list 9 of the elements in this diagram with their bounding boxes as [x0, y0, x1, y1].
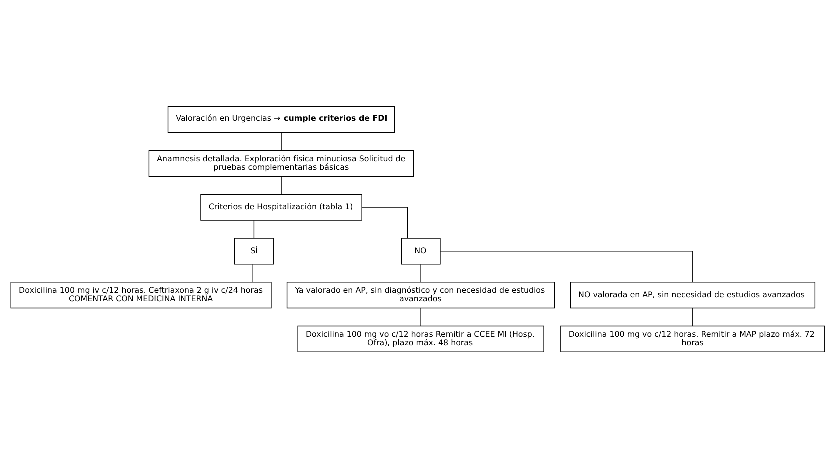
connector	[420, 264, 422, 282]
connector	[692, 308, 694, 326]
connector	[281, 132, 282, 151]
connector	[420, 308, 422, 326]
connector	[252, 264, 254, 282]
connector	[440, 251, 694, 282]
connector	[254, 220, 255, 239]
connector	[281, 176, 282, 195]
connector	[362, 207, 408, 239]
